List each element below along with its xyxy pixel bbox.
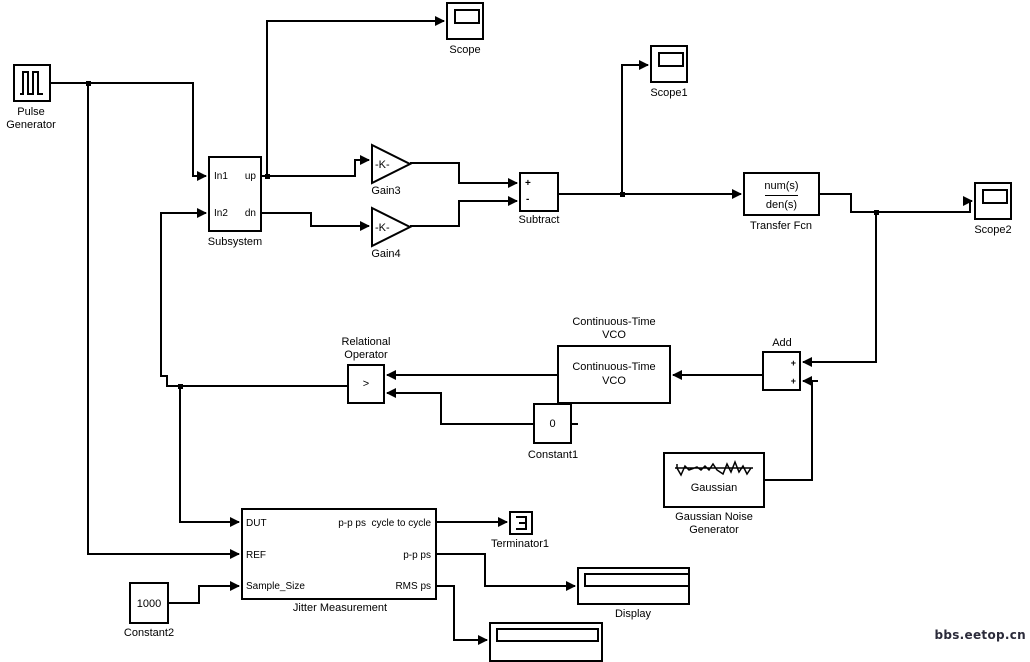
branch-point: [874, 210, 879, 215]
jitter-measurement-label: Jitter Measurement: [292, 602, 388, 614]
scope2-label: Scope2: [974, 224, 1012, 236]
gain3-label: Gain3: [371, 185, 401, 197]
line-relop-to-dut: [179, 386, 240, 527]
add-label: Add: [772, 337, 792, 349]
port-up: up: [244, 171, 256, 182]
scope-block[interactable]: [446, 2, 484, 40]
vco-block[interactable]: Continuous-Time VCO: [557, 345, 671, 404]
constant1-value: 0: [549, 418, 556, 430]
branch-point: [178, 384, 183, 389]
line-to-scope1: [621, 60, 649, 194]
scope-label: Scope: [449, 44, 481, 56]
line-up-to-scope: [266, 16, 445, 176]
scope-screen-icon: [982, 189, 1008, 204]
branch-point: [265, 174, 270, 179]
line-up-to-gain3: [262, 155, 370, 177]
line-relop-to-in2: [160, 208, 347, 387]
gaussian-inner-text: Gaussian: [690, 482, 738, 494]
line-pulse-to-in1: [51, 82, 207, 181]
port-dut: DUT: [246, 518, 267, 529]
tf-denominator: den(s): [765, 199, 798, 211]
scope2-block[interactable]: [974, 182, 1012, 220]
line-gain4-to-subtract: [410, 196, 518, 227]
transfer-fcn-label: Transfer Fcn: [750, 220, 812, 232]
display-readout: [584, 573, 688, 587]
port-rms: RMS ps: [395, 581, 431, 592]
constant2-block[interactable]: 1000: [129, 582, 169, 624]
gain4-value: -K-: [375, 222, 390, 234]
port-in1: In1: [214, 171, 228, 182]
sign-plus: +: [525, 178, 531, 189]
gain3-block[interactable]: -K-: [370, 143, 412, 185]
tf-numerator: num(s): [764, 180, 799, 192]
gaussian-noise-block[interactable]: Gaussian: [663, 452, 765, 508]
line-tf-to-add: [802, 212, 877, 367]
sign-plus: +: [790, 376, 796, 386]
port-in2: In2: [214, 208, 228, 219]
constant2-label: Constant2: [123, 627, 175, 639]
display-label: Display: [614, 608, 652, 620]
operator-symbol: >: [362, 378, 370, 390]
sign-minus: -: [526, 194, 530, 205]
line-dn-to-gain4: [262, 212, 370, 231]
vco-inner-text: Continuous-Time VCO: [572, 361, 656, 387]
gain4-label: Gain4: [371, 248, 401, 260]
pulse-generator-label: Pulse Generator: [6, 106, 56, 131]
terminator1-label: Terminator1: [490, 538, 550, 550]
jitter-measurement-block[interactable]: DUT REF Sample_Size p-p ps cycle to cycl…: [241, 508, 437, 600]
display2-block[interactable]: [489, 622, 603, 662]
port-dn: dn: [244, 208, 256, 219]
port-ref: REF: [246, 550, 266, 561]
constant2-value: 1000: [136, 598, 162, 610]
relational-operator-label: Relational Operator: [341, 336, 391, 361]
add-block[interactable]: + +: [762, 351, 801, 391]
line-const2-to-sample: [169, 581, 240, 604]
gaussian-noise-label: Gaussian Noise Generator: [675, 511, 753, 536]
signal-lines: [51, 16, 973, 645]
transfer-fcn-block[interactable]: num(s) den(s): [743, 172, 820, 216]
relational-operator-block[interactable]: >: [347, 364, 385, 404]
line-gain3-to-subtract: [410, 162, 518, 188]
terminator-icon: [516, 516, 527, 530]
gain4-block[interactable]: -K-: [370, 206, 412, 248]
scope1-block[interactable]: [650, 45, 688, 83]
branch-point: [620, 192, 625, 197]
display2-readout: [496, 628, 599, 642]
line-jitter-to-display: [437, 553, 576, 591]
tf-fraction-bar: [765, 195, 798, 196]
port-pp: p-p ps: [403, 550, 431, 561]
constant1-label: Constant1: [527, 449, 579, 461]
pulse-wave-icon: [20, 71, 43, 95]
terminator1-block[interactable]: [509, 511, 533, 535]
line-jitter-to-display2: [437, 585, 488, 645]
port-sample-size: Sample_Size: [246, 581, 305, 592]
line-tf-to-scope2: [820, 193, 973, 213]
line-const1-to-relop: [386, 388, 578, 425]
line-pulse-to-ref: [87, 83, 240, 559]
scope-screen-icon: [454, 9, 480, 24]
subtract-label: Subtract: [518, 214, 560, 226]
scope1-label: Scope1: [650, 87, 688, 99]
subsystem-label: Subsystem: [207, 236, 263, 248]
noise-wave-icon: [675, 459, 753, 477]
vco-label: Continuous-Time VCO: [572, 316, 656, 341]
sign-plus: +: [790, 358, 796, 368]
display-block[interactable]: [577, 567, 690, 605]
subsystem-block[interactable]: In1 In2 up dn: [208, 156, 262, 232]
scope-screen-icon: [658, 52, 684, 67]
watermark: bbs.eetop.cn: [934, 628, 1026, 642]
line-gauss-to-add: [764, 376, 813, 481]
pulse-generator-block[interactable]: [13, 64, 51, 102]
gain3-value: -K-: [375, 159, 390, 171]
constant1-block[interactable]: 0: [533, 403, 572, 444]
port-pp-cycle: p-p ps cycle to cycle: [338, 518, 431, 529]
branch-point: [86, 81, 91, 86]
subtract-block[interactable]: + -: [519, 172, 559, 212]
